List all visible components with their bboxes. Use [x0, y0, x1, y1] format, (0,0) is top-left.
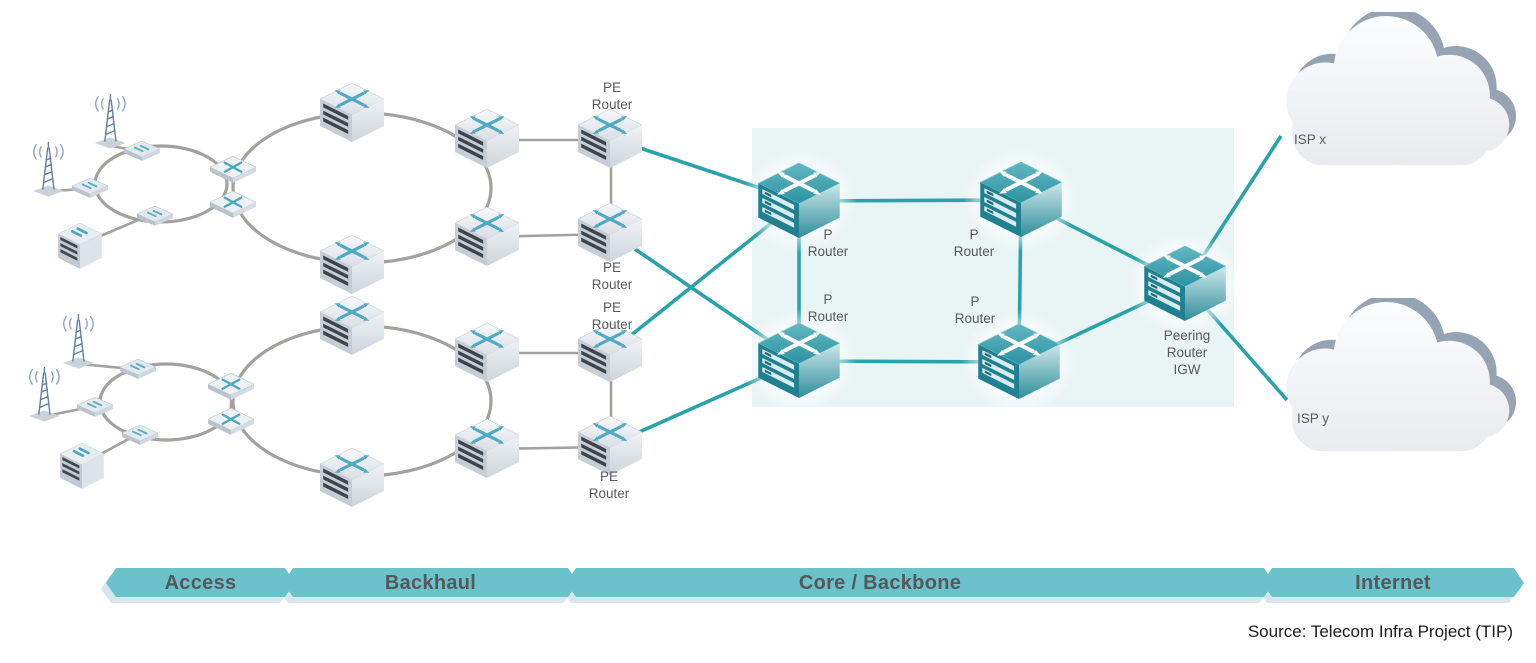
access-ring — [98, 362, 234, 442]
p-router-label: P Router — [807, 227, 849, 259]
cell-tower-icon — [33, 142, 65, 198]
peering-router-label: Peering Router IGW — [1163, 328, 1211, 377]
backhaul-router-icon — [320, 235, 384, 294]
pe-router-icon — [578, 109, 642, 168]
segment-label-access: Access — [164, 571, 237, 594]
isp-x-label: ISP x — [1294, 132, 1327, 147]
pe-router-icon — [578, 416, 642, 475]
p-router-label: P Router — [807, 292, 849, 324]
backhaul-router-icon — [320, 448, 384, 507]
ring-junction-router-icon — [210, 191, 256, 218]
backhaul-router-icon — [320, 296, 384, 355]
segment-banner-internet — [1262, 568, 1524, 597]
segment-label-internet: Internet — [1355, 571, 1431, 594]
pe-router-label: PE Router — [588, 469, 630, 501]
base-station-icon — [60, 443, 104, 491]
access-switch-icon — [124, 141, 160, 161]
isp-cloud-icon — [1286, 298, 1517, 452]
segment-banner-access — [106, 568, 295, 597]
base-station-icon — [58, 223, 102, 271]
segment-banner-backhaul — [283, 568, 578, 597]
segment-banner-core — [566, 568, 1274, 597]
ring-junction-router-icon — [208, 408, 254, 435]
aggregation-router-icon — [455, 109, 519, 168]
segment-label-backhaul: Backhaul — [384, 571, 477, 594]
access-switch-icon — [72, 178, 108, 198]
access-switch-icon — [77, 397, 113, 417]
ring-junction-router-icon — [210, 156, 256, 183]
aggregation-router-icon — [455, 419, 519, 478]
p-router-label: P Router — [953, 227, 995, 259]
cell-tower-icon — [95, 94, 127, 150]
pe-router-label: PE Router — [591, 80, 633, 112]
access-switch-icon — [120, 359, 156, 379]
pe-router-label: PE Router — [591, 260, 633, 292]
pe-router-icon — [578, 203, 642, 262]
cell-tower-icon — [63, 314, 95, 370]
access-links — [45, 138, 613, 464]
aggregation-router-icon — [455, 207, 519, 266]
segment-label-core: Core / Backbone — [798, 571, 962, 594]
source-note: Source: Telecom Infra Project (TIP) — [1247, 622, 1513, 641]
access-switch-icon — [122, 425, 158, 445]
isp-y-label: ISP y — [1297, 411, 1330, 426]
pe-router-label: PE Router — [591, 300, 633, 332]
p-router-label: P Router — [954, 294, 996, 326]
backhaul-router-icon — [320, 83, 384, 142]
aggregation-router-icon — [455, 323, 519, 382]
